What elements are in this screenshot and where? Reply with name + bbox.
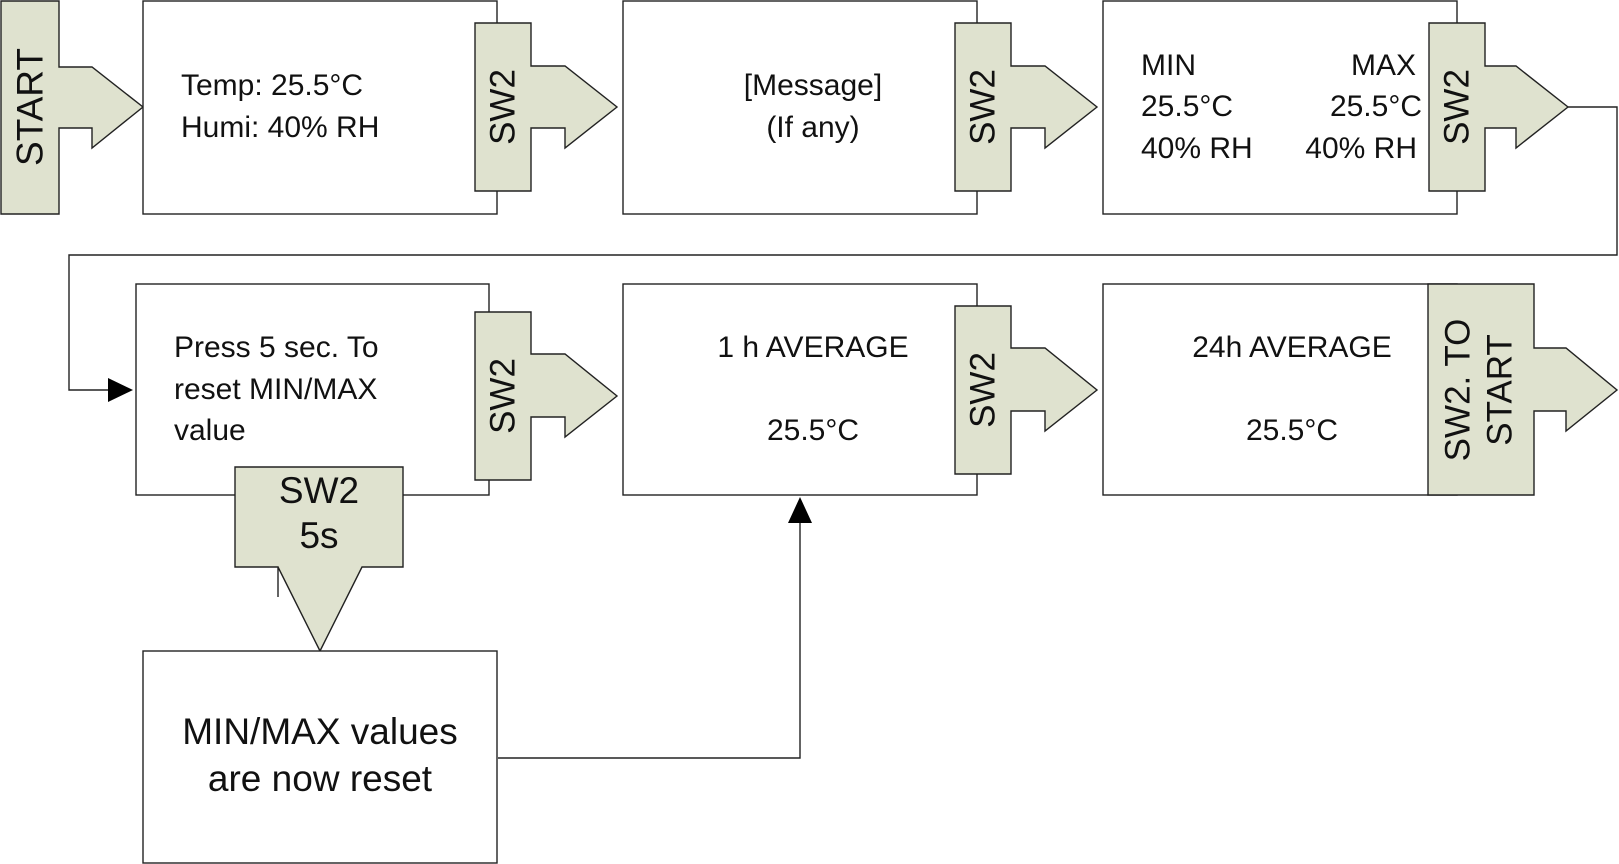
avg-1h-value: 25.5°C xyxy=(767,414,859,447)
max-humi: 40% RH xyxy=(1305,132,1417,165)
reset-prompt-line1: Press 5 sec. To xyxy=(174,331,379,364)
screen-message: [Message] (If any) xyxy=(622,0,978,215)
message-line2: (If any) xyxy=(766,111,859,144)
sw2-hold-line1: SW2 xyxy=(279,470,359,511)
avg-1h-title: 1 h AVERAGE xyxy=(717,331,908,364)
screen-humi-line: Humi: 40% RH xyxy=(181,111,379,144)
screen-temp-humi: Temp: 25.5°C Humi: 40% RH xyxy=(142,0,498,215)
screen-1h-average: 1 h AVERAGE 25.5°C xyxy=(622,283,978,496)
screen-min-max: MIN 25.5°C 40% RH MAX 25.5°C 40% RH xyxy=(1102,0,1458,215)
sw2-hold-line2: 5s xyxy=(299,515,338,556)
reset-done-line2: are now reset xyxy=(208,758,433,799)
sw2-arrow-1: SW2 xyxy=(474,22,619,192)
reset-done-line1: MIN/MAX values xyxy=(182,711,458,752)
reset-prompt-line3: value xyxy=(174,414,246,447)
screen-temp-line: Temp: 25.5°C xyxy=(181,69,363,102)
screen-reset-done: MIN/MAX values are now reset xyxy=(142,650,498,864)
sw2-to-start-line1: SW2. TO xyxy=(1439,319,1478,462)
avg-24h-title: 24h AVERAGE xyxy=(1192,331,1392,364)
sw2-arrow-5: SW2 xyxy=(954,305,1099,475)
sw2-label: SW2 xyxy=(484,69,523,145)
sw2-arrow-3: SW2 xyxy=(1428,22,1570,192)
row-wrap-connector xyxy=(68,106,1618,391)
max-label: MAX xyxy=(1351,49,1416,82)
sw2-label: SW2 xyxy=(1438,69,1477,145)
reset-to-avg1h-arrowhead xyxy=(788,497,812,523)
min-temp: 25.5°C xyxy=(1141,90,1233,123)
max-temp: 25.5°C xyxy=(1330,90,1422,123)
start-label: START xyxy=(10,48,51,166)
sw2-label: SW2 xyxy=(964,69,1003,145)
screen-24h-average: 24h AVERAGE 25.5°C xyxy=(1102,283,1458,496)
avg-24h-value: 25.5°C xyxy=(1246,414,1338,447)
sw2-to-start-arrow: SW2. TO START xyxy=(1427,283,1619,496)
sw2-label: SW2 xyxy=(484,358,523,434)
sw2-arrow-4: SW2 xyxy=(474,311,619,481)
message-line1: [Message] xyxy=(744,69,882,102)
reset-to-avg1h-connector xyxy=(498,520,801,759)
sw2-label: SW2 xyxy=(964,352,1003,428)
min-label: MIN xyxy=(1141,49,1196,82)
screen-reset-prompt: Press 5 sec. To reset MIN/MAX value xyxy=(135,283,490,496)
sw2-arrow-2: SW2 xyxy=(954,22,1099,192)
sw2-to-start-line2: START xyxy=(1481,334,1520,446)
sw2-hold-5s-arrow: SW2 5s xyxy=(234,466,404,653)
min-humi: 40% RH xyxy=(1141,132,1253,165)
row-wrap-arrowhead xyxy=(108,378,133,402)
start-arrow: START xyxy=(0,0,145,215)
reset-prompt-line2: reset MIN/MAX xyxy=(174,373,377,406)
